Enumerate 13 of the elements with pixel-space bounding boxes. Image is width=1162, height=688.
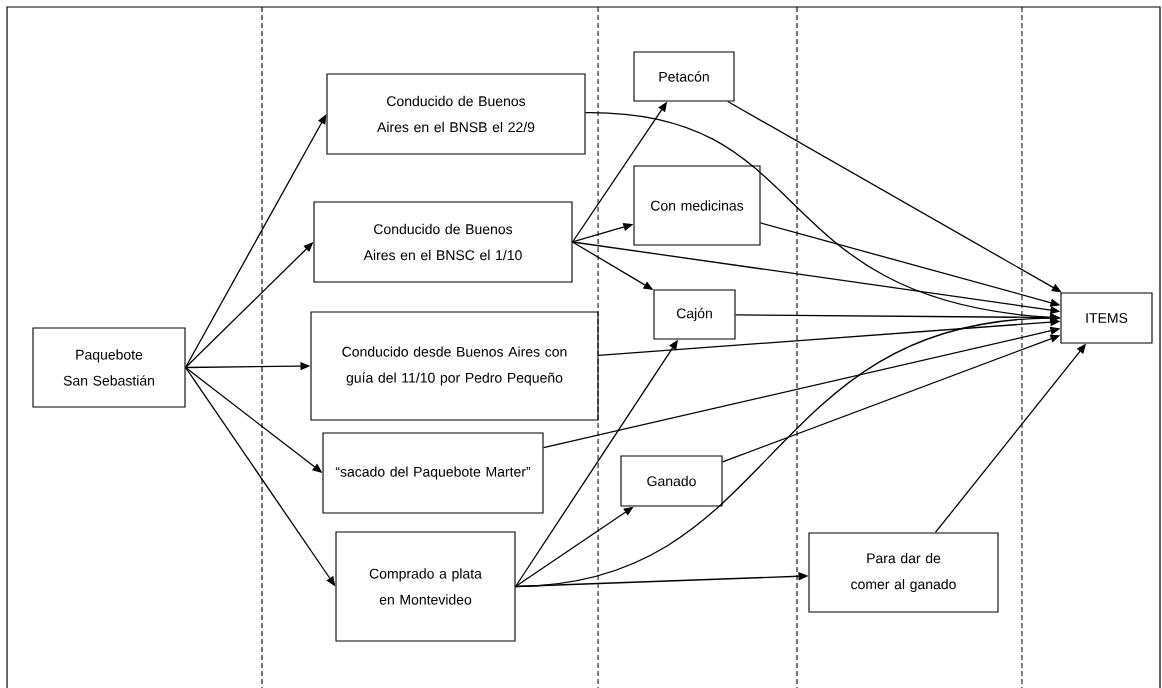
arrow <box>184 114 327 369</box>
process-box: “sacado del Paquebote Marter” <box>322 432 544 514</box>
process-box: Paquebote San Sebastián <box>32 327 186 408</box>
process-box: Cajón <box>653 289 736 340</box>
process-box: Petacón <box>633 51 735 102</box>
process-box: Ganado <box>620 455 723 507</box>
process-box: Comprado a plata en Montevideo <box>335 531 516 642</box>
process-box: ITEMS <box>1060 292 1153 344</box>
process-box: Conducido desde Buenos Aires con guía del 11/10 por Pedro Pequeño <box>310 311 599 421</box>
process-box: Con medicinas <box>633 165 761 246</box>
process-box: Conducido de Buenos Aires en el BNSC el 1/10 <box>313 201 573 283</box>
process-box: Conducido de Buenos Aires en el BNSB el 22/9 <box>326 73 586 155</box>
process-box: Para dar de comer al ganado <box>808 532 999 613</box>
